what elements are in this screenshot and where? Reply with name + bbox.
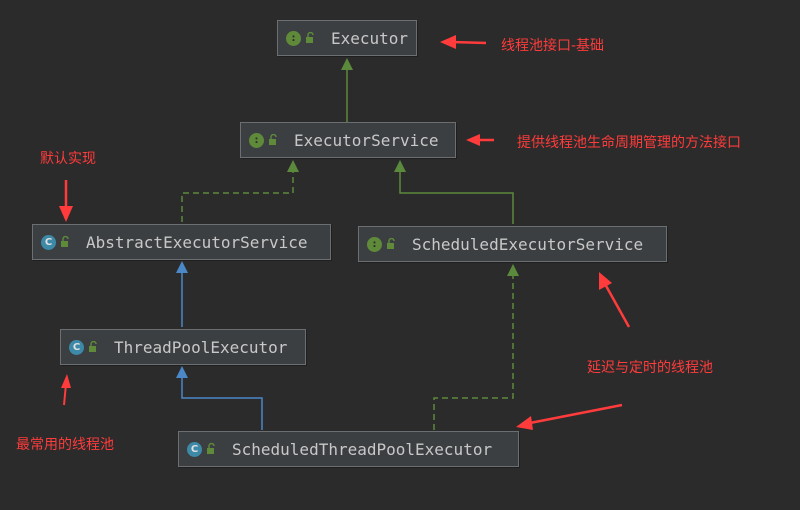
annotation-arrow-thread-pool bbox=[61, 374, 71, 406]
implements-abstract-to-executor-service bbox=[181, 160, 299, 222]
node-executor-service[interactable]: : ExecutorService bbox=[240, 122, 456, 158]
interface-badge-icon: : bbox=[286, 30, 301, 46]
extends-thread-pool-to-abstract bbox=[176, 261, 188, 327]
extends-executor-service-to-executor bbox=[341, 58, 353, 122]
annotation-thread-pool: 最常用的线程池 bbox=[16, 437, 114, 453]
open-lock-icon bbox=[88, 341, 100, 353]
annotation-abstract: 默认实现 bbox=[40, 151, 96, 167]
open-lock-icon bbox=[268, 134, 280, 146]
annotation-arrow-executor-service bbox=[466, 134, 494, 146]
extends-scheduled-thread-pool-to-thread-pool bbox=[176, 366, 263, 430]
extends-scheduled-to-executor-service bbox=[394, 160, 514, 224]
node-scheduled-thread-pool-executor[interactable]: C ScheduledThreadPoolExecutor bbox=[178, 431, 519, 467]
class-badge-icon: C bbox=[187, 441, 202, 457]
open-lock-icon bbox=[206, 443, 218, 455]
annotation-arrow-scheduled-thread-pool bbox=[516, 403, 623, 430]
node-executor[interactable]: : Executor bbox=[277, 20, 417, 56]
class-badge-icon: C bbox=[69, 339, 84, 355]
annotation-arrow-abstract bbox=[59, 180, 73, 222]
annotation-arrow-scheduled-service bbox=[599, 272, 631, 328]
annotation-arrow-executor bbox=[440, 35, 487, 49]
open-lock-icon bbox=[305, 32, 317, 44]
annotation-executor-service: 提供线程池生命周期管理的方法接口 bbox=[517, 135, 741, 151]
open-lock-icon bbox=[386, 238, 398, 250]
open-lock-icon bbox=[60, 236, 72, 248]
interface-badge-icon: : bbox=[249, 132, 264, 148]
node-label: ExecutorService bbox=[294, 130, 439, 150]
class-badge-icon: C bbox=[41, 234, 56, 250]
annotation-scheduled: 延迟与定时的线程池 bbox=[587, 360, 713, 376]
interface-badge-icon: : bbox=[367, 236, 382, 252]
node-label: ScheduledThreadPoolExecutor bbox=[232, 439, 493, 459]
node-label: ScheduledExecutorService bbox=[412, 234, 644, 254]
implements-scheduled-thread-pool-to-scheduled bbox=[433, 264, 519, 430]
node-label: Executor bbox=[331, 28, 409, 48]
node-scheduled-executor-service[interactable]: : ScheduledExecutorService bbox=[358, 226, 667, 262]
annotation-executor: 线程池接口-基础 bbox=[501, 38, 605, 54]
node-label: AbstractExecutorService bbox=[86, 232, 308, 252]
node-abstract-executor-service[interactable]: C AbstractExecutorService bbox=[32, 224, 331, 260]
node-thread-pool-executor[interactable]: C ThreadPoolExecutor bbox=[60, 329, 306, 365]
node-label: ThreadPoolExecutor bbox=[114, 337, 288, 357]
